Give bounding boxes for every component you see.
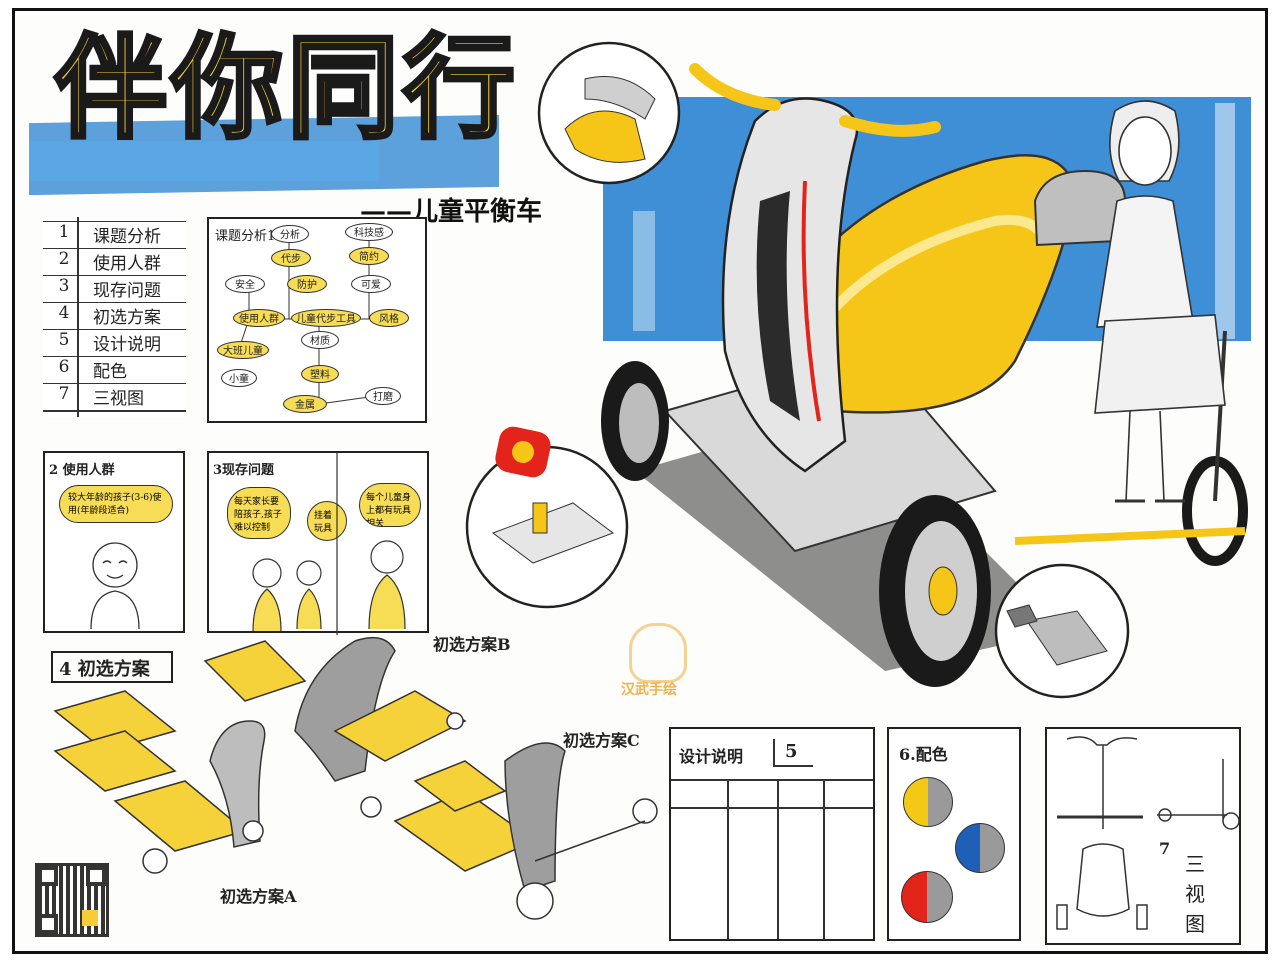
problems-sketch <box>252 453 406 635</box>
qr-code <box>35 863 109 937</box>
problems-heading: 3现存问题 <box>213 463 275 478</box>
girl-figure <box>1094 100 1226 503</box>
color-heading: 6.配色 <box>899 745 948 764</box>
mindmap-node: 大班儿童 <box>217 341 269 359</box>
mindmap-node: 简约 <box>349 247 389 265</box>
concept-a-label: 初选方案A <box>220 887 297 906</box>
mindmap-node: 防护 <box>287 275 327 293</box>
problems-note-3: 每个儿童身上都有玩具相关 <box>359 483 421 527</box>
color-swatch-yellow <box>903 777 953 827</box>
title-blue-stroke-2 <box>29 141 379 181</box>
mindmap-node: 安全 <box>225 275 265 293</box>
design-number: 5 <box>785 741 798 762</box>
mindmap-node: 科技感 <box>345 223 393 241</box>
problems-box: 3现存问题 每天家长要陪孩子,孩子难以控制 挂着玩具 每个儿童身上都有玩具相关 <box>207 451 429 635</box>
mindmap-node: 代步 <box>271 249 311 267</box>
concepts-heading: 4 初选方案 <box>59 659 150 680</box>
mindmap-node: 使用人群 <box>233 309 285 327</box>
mindmap-node: 分析 <box>271 225 309 243</box>
views-label: 三视图 <box>1185 852 1205 936</box>
users-note: 较大年龄的孩子(3-6)使用(年龄段适合) <box>59 485 173 523</box>
design-box: 设计说明 5 <box>669 727 875 941</box>
analysis-heading: 课题分析1 <box>215 229 276 244</box>
detail-circle-usb <box>994 563 1130 699</box>
hero-blue-stripe <box>633 211 655 331</box>
detail-circle-handle <box>537 41 681 185</box>
watermark: 汉武手绘 <box>621 682 677 698</box>
problems-note-1: 每天家长要陪孩子,孩子难以控制 <box>227 487 291 539</box>
concepts-heading-box <box>51 651 173 683</box>
analysis-box: 课题分析1 分析 科技感 代步 简约 安全 防护 可爱 使用人群 儿童代步工具 … <box>207 217 427 423</box>
views-sketch <box>1056 736 1240 930</box>
design-heading: 设计说明 <box>679 747 744 766</box>
mindmap-node: 可爱 <box>351 275 391 293</box>
mindmap-node: 小童 <box>221 369 257 387</box>
mindmap-node: 塑料 <box>301 365 339 383</box>
hero-scooter <box>601 63 1248 687</box>
child-sketch <box>90 542 140 630</box>
mindmap-node: 材质 <box>301 331 339 349</box>
users-box: 2 使用人群 较大年龄的孩子(3-6)使用(年龄段适合) <box>43 451 185 633</box>
concept-b-label: 初选方案B <box>433 635 511 654</box>
color-box: 6.配色 <box>887 727 1021 941</box>
concept-c-label: 初选方案C <box>563 731 640 750</box>
mindmap-node: 金属 <box>283 395 327 413</box>
problems-note-2: 挂着玩具 <box>307 501 347 541</box>
mindmap-node: 打磨 <box>365 387 401 405</box>
hero-blue-stripe <box>1215 103 1235 339</box>
users-heading: 2 使用人群 <box>49 463 115 478</box>
views-box: 7 三视图 <box>1045 727 1241 945</box>
detail-circle-pedal <box>465 445 629 609</box>
watermark-hand-icon <box>629 623 687 683</box>
concept-sketches <box>53 636 658 920</box>
views-number: 7 <box>1159 839 1171 858</box>
color-swatch-blue <box>955 823 1005 873</box>
mindmap-node: 儿童代步工具 <box>291 309 361 327</box>
mindmap-node: 风格 <box>369 309 409 327</box>
poster-title: 伴你同行 <box>53 24 519 154</box>
color-swatch-red <box>901 871 953 923</box>
